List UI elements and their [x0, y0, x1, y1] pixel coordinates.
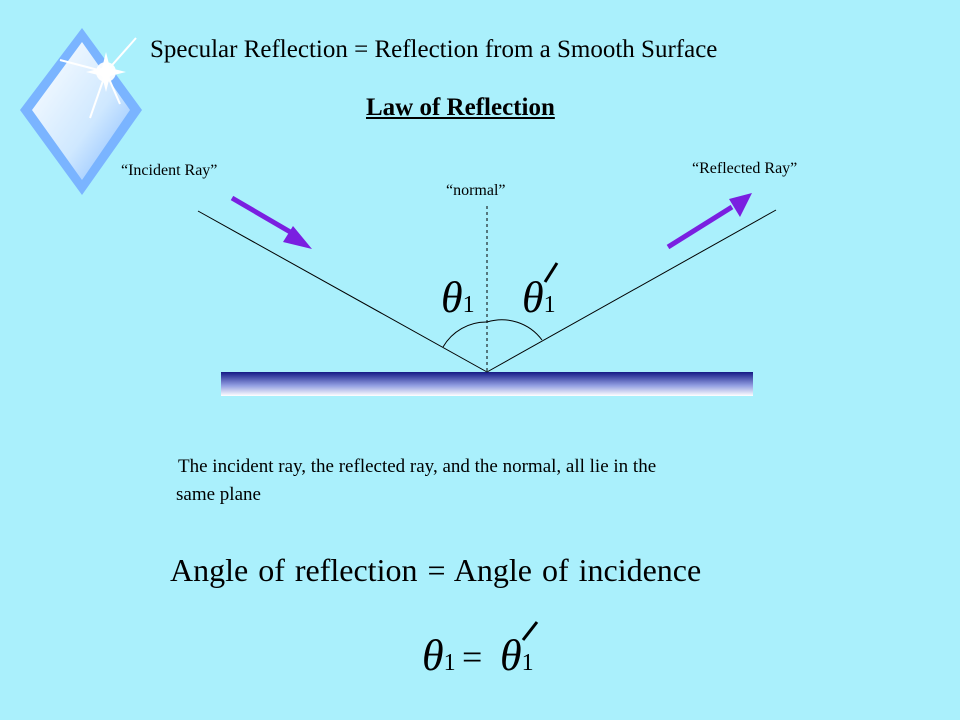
theta-symbol: θ [522, 273, 544, 322]
theta-subscript: 1 [543, 292, 556, 318]
theta-symbol: θ [441, 273, 463, 322]
incidence-angle-arc [442, 321, 488, 348]
incident-ray-line [197, 210, 488, 373]
reflected-ray-line [486, 209, 777, 373]
normal-label: “normal” [446, 182, 506, 199]
equation-equals: = [462, 637, 483, 677]
reflected-arrow-icon [666, 193, 752, 250]
equation-left: θ1 [422, 630, 456, 681]
prime-mark-reflection [543, 262, 559, 283]
theta-subscript: 1 [443, 650, 456, 676]
theta-reflection: θ1 [522, 272, 556, 323]
incident-ray-label: “Incident Ray” [121, 162, 218, 179]
statement-line-1: The incident ray, the reflected ray, and… [178, 456, 657, 477]
slide-subtitle: Law of Reflection [366, 94, 555, 121]
slide-title: Specular Reflection = Reflection from a … [150, 36, 718, 63]
reflection-angle-arc [486, 319, 543, 341]
coplanar-statement: The incident ray, the reflected ray, and… [176, 453, 868, 509]
incident-arrow-icon [230, 195, 312, 249]
theta-subscript: 1 [462, 292, 475, 318]
theta-incidence: θ1 [441, 272, 475, 323]
law-text: Angle of reflection = Angle of incidence [170, 552, 702, 588]
theta-symbol: θ [422, 631, 444, 680]
reflecting-surface [221, 372, 753, 396]
equation-right: θ1 [500, 630, 534, 681]
prime-mark-equation [521, 621, 539, 641]
statement-line-2: same plane [176, 484, 261, 505]
theta-subscript: 1 [521, 650, 534, 676]
diamond-sparkle-icon [20, 28, 142, 195]
reflected-ray-label: “Reflected Ray” [692, 160, 798, 177]
theta-symbol: θ [500, 631, 522, 680]
